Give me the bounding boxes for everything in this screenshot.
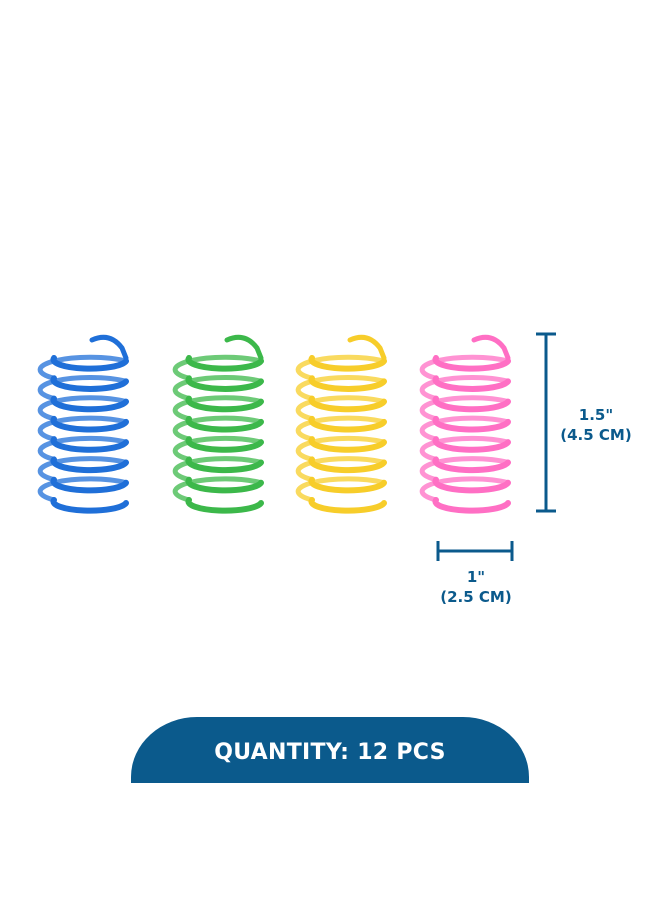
spring-green [172,334,264,514]
height-inch-text: 1.5" [578,406,614,424]
height-dimension-line [536,332,556,513]
spring-tail [471,334,511,361]
spring-yellow [295,334,387,514]
spring-tail [224,334,264,361]
spring-pink [419,334,511,514]
spring-blue [37,334,129,514]
spring-coil-front [432,355,511,514]
quantity-banner: QUANTITY: 12 PCS [131,717,529,783]
spring-coil-front [308,355,387,514]
springs-group [37,334,511,514]
width-inch-text: 1" [466,568,486,586]
width-dimension-line [436,541,514,561]
width-cm-text: (2.5 CM) [440,588,512,606]
height-measurement-label: 1.5" (4.5 CM) [554,405,638,445]
spring-coil-front [185,355,264,514]
height-cm-text: (4.5 CM) [560,426,632,444]
spring-tail [347,334,387,361]
quantity-text: QUANTITY: 12 PCS [214,739,446,765]
spring-coil-front [50,355,129,514]
width-measurement-label: 1" (2.5 CM) [429,567,523,607]
spring-tail [89,334,129,361]
